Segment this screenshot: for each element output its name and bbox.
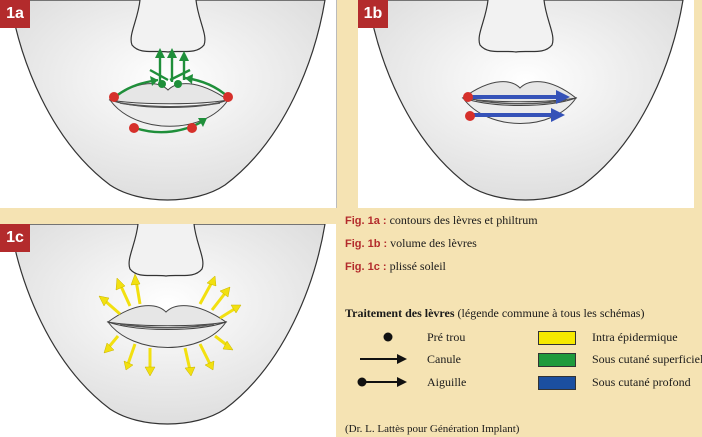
legend-title-rest: (légende commune à tous les schémas): [454, 306, 645, 320]
legend-label-sous-cutane-superficiel: Sous cutané superficiel: [592, 352, 702, 366]
dot-icon: [383, 332, 393, 342]
caption-fig-label: Fig. 1b :: [345, 238, 388, 250]
dot-arrow-icon: [357, 377, 407, 387]
face-illustration-1c: [9, 224, 326, 425]
panel-badge: 1c: [0, 224, 30, 252]
caption-fig-label: Fig. 1a :: [345, 215, 387, 227]
face-illustration-1b: [367, 0, 684, 201]
swatch-yellow: [538, 331, 576, 345]
legend-label-pre-trou: Pré trou: [427, 330, 466, 344]
swatch-green: [538, 353, 576, 367]
caption-1a: Fig. 1a : contours des lèvres et philtru…: [345, 213, 538, 228]
panel-badge: 1b: [358, 0, 388, 28]
panel-1a: 1a: [0, 0, 337, 208]
caption-1b: Fig. 1b : volume des lèvres: [345, 236, 477, 251]
panel-badge: 1a: [0, 0, 30, 28]
caption-text: volume des lèvres: [387, 236, 477, 250]
caption-fig-label: Fig. 1c :: [345, 261, 387, 273]
legend-label-intra-epidermique: Intra épidermique: [592, 330, 678, 344]
arrow-icon: [360, 354, 407, 364]
credit-text: (Dr. L. Lattès pour Génération Implant): [345, 423, 520, 435]
legend-symbols: [357, 332, 407, 387]
legend-label-canule: Canule: [427, 352, 461, 366]
swatch-blue: [538, 376, 576, 390]
legend-title-bold: Traitement des lèvres: [345, 306, 455, 320]
legend-label-aiguille: Aiguille: [427, 375, 467, 389]
legend-title: Traitement des lèvres (légende commune à…: [345, 306, 644, 321]
face-illustration-1a: [9, 0, 326, 201]
caption-text: plissé soleil: [386, 259, 446, 273]
caption-text: contours des lèvres et philtrum: [386, 213, 538, 227]
panel-1c: 1c: [0, 224, 336, 437]
panel-1b: 1b: [358, 0, 694, 208]
caption-1c: Fig. 1c : plissé soleil: [345, 259, 446, 274]
legend-label-sous-cutane-profond: Sous cutané profond: [592, 375, 691, 389]
